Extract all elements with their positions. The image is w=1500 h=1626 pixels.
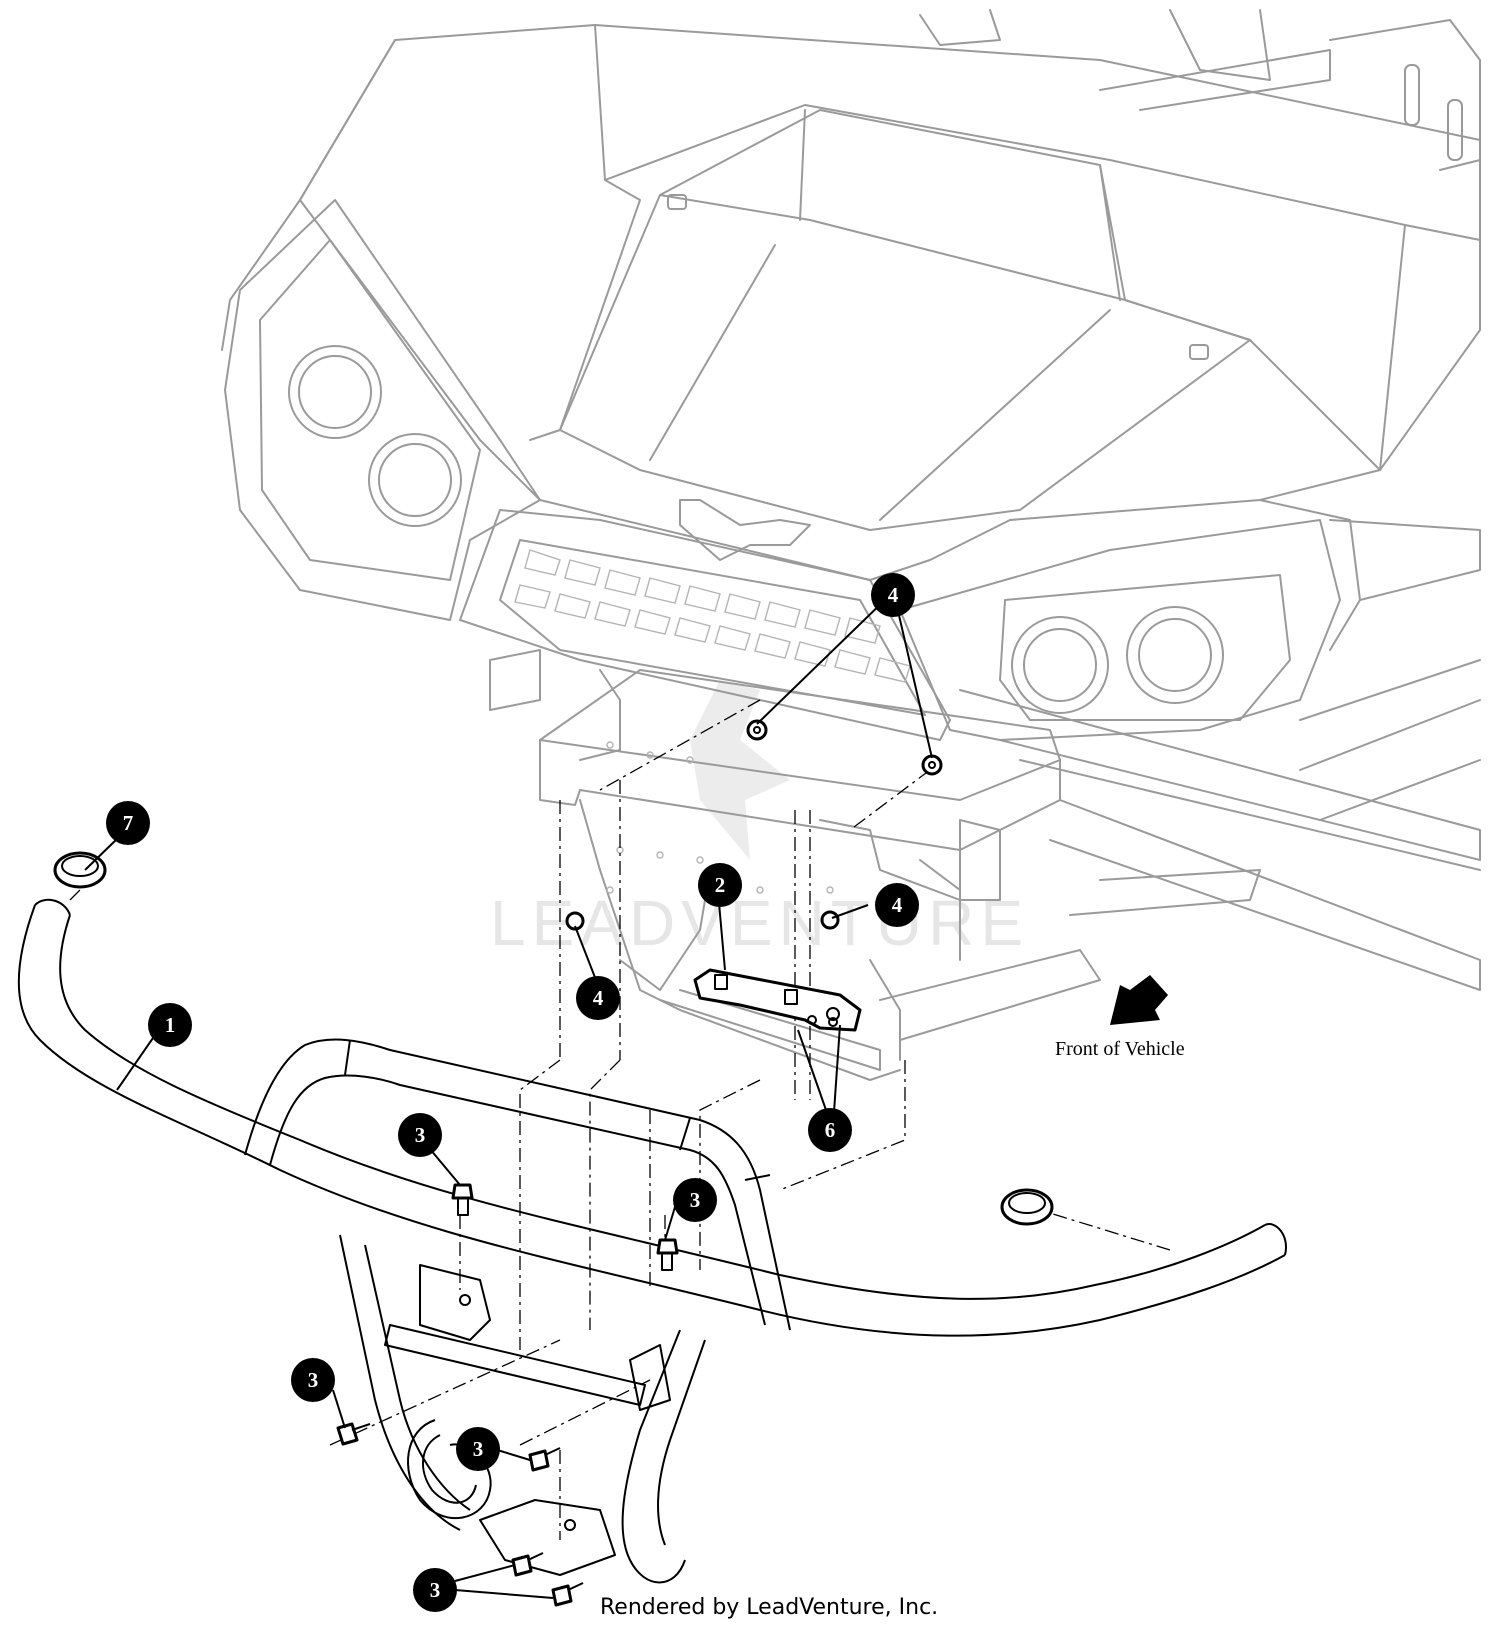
nut-icon bbox=[820, 910, 840, 930]
callout-4-right[interactable]: 4 bbox=[875, 883, 919, 927]
bolt-icon bbox=[656, 1238, 679, 1271]
bolt-icon bbox=[511, 1552, 544, 1577]
callout-3-right[interactable]: 3 bbox=[673, 1178, 717, 1222]
svg-text:3: 3 bbox=[690, 1188, 701, 1212]
part-3-bolts bbox=[336, 1183, 679, 1607]
svg-text:4: 4 bbox=[892, 893, 903, 917]
watermark: LEADVENTURE bbox=[490, 680, 1023, 959]
alignment-lines bbox=[69, 699, 1171, 1540]
part-6-fasteners bbox=[807, 1015, 838, 1027]
nut-icon bbox=[746, 719, 768, 741]
front-of-vehicle-label: Front of Vehicle bbox=[1055, 1038, 1185, 1060]
part-7-end-caps bbox=[53, 851, 1054, 1226]
callout-3-lower[interactable]: 3 bbox=[456, 1427, 500, 1471]
part-1-front-bumper bbox=[17, 898, 1287, 1584]
svg-text:3: 3 bbox=[415, 1123, 426, 1147]
part-2-mounting-plate bbox=[693, 968, 862, 1032]
svg-text:6: 6 bbox=[825, 1118, 836, 1142]
bolt-icon bbox=[451, 1183, 474, 1216]
nut-icon bbox=[565, 911, 585, 931]
bolt-icon bbox=[551, 1582, 584, 1607]
svg-text:4: 4 bbox=[593, 986, 604, 1010]
svg-text:1: 1 bbox=[165, 1013, 176, 1037]
svg-text:7: 7 bbox=[123, 811, 134, 835]
callout-4-left[interactable]: 4 bbox=[576, 976, 620, 1020]
svg-text:3: 3 bbox=[473, 1437, 484, 1461]
end-cap-icon bbox=[1000, 1188, 1054, 1226]
callout-6[interactable]: 6 bbox=[808, 1108, 852, 1152]
front-direction-indicator: Front of Vehicle bbox=[1055, 975, 1185, 1060]
callout-7[interactable]: 7 bbox=[106, 801, 150, 845]
watermark-logo-icon bbox=[690, 680, 790, 860]
leader-lines bbox=[84, 594, 933, 1599]
bolt-icon bbox=[336, 1422, 371, 1446]
render-credit: Rendered by LeadVenture, Inc. bbox=[600, 1595, 938, 1620]
svg-text:4: 4 bbox=[888, 583, 899, 607]
callout-4-top[interactable]: 4 bbox=[871, 573, 915, 617]
callout-3-bottom[interactable]: 3 bbox=[413, 1568, 457, 1612]
mount-bracket-assembly bbox=[489, 649, 1101, 1081]
direction-arrow-icon bbox=[1110, 975, 1168, 1025]
vehicle-body bbox=[221, 9, 1481, 991]
nut-icon bbox=[921, 754, 943, 776]
bolt-icon bbox=[528, 1447, 561, 1472]
callout-2[interactable]: 2 bbox=[698, 863, 742, 907]
svg-text:2: 2 bbox=[715, 873, 726, 897]
svg-text:3: 3 bbox=[430, 1578, 441, 1602]
svg-text:3: 3 bbox=[308, 1368, 319, 1392]
callout-1[interactable]: 1 bbox=[148, 1003, 192, 1047]
callout-3-center[interactable]: 3 bbox=[398, 1113, 442, 1157]
callout-3-left[interactable]: 3 bbox=[291, 1358, 335, 1402]
